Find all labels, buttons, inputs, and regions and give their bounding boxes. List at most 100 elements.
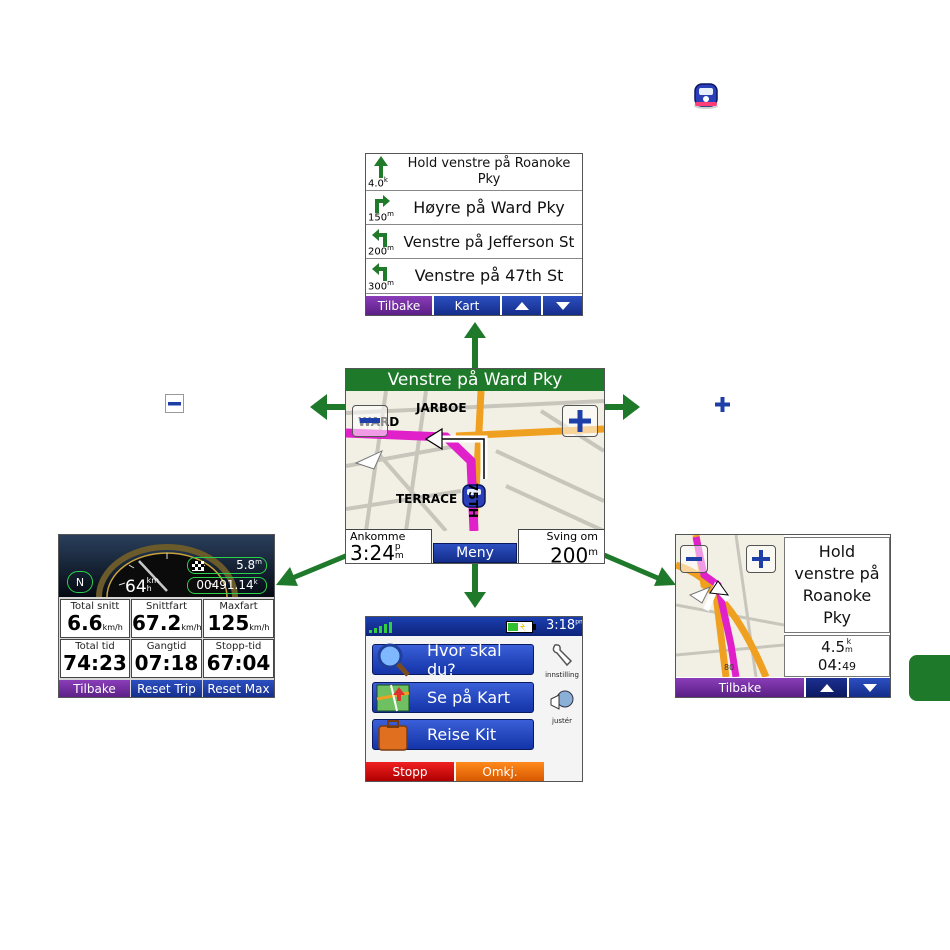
zoom-in-button[interactable]	[562, 405, 598, 437]
arrival-label: Ankomme	[350, 530, 406, 543]
zoom-out-button[interactable]	[352, 405, 388, 437]
turn-distance: 4.0k	[368, 175, 388, 189]
turn-list-screen: 4.0k Hold venstre på Roanoke Pky 150m Hø…	[365, 153, 583, 316]
vehicle-icon	[690, 80, 722, 110]
street-label-jarboe: JARBOE	[416, 401, 467, 415]
detour-button[interactable]: Omkj.	[456, 762, 544, 781]
arrival-time: 3:24	[350, 541, 395, 564]
suitcase-icon	[378, 720, 408, 751]
turn-instruction: Venstre på 47th St	[414, 266, 564, 285]
main-map-screen: Venstre på Ward Pky JARBOE WARD	[345, 368, 605, 564]
turn-list-item[interactable]: 300m Venstre på 47th St	[366, 259, 582, 294]
map-button[interactable]: Kart	[434, 296, 500, 315]
map-icon	[376, 684, 410, 712]
trip-cell-moving-time[interactable]: Gangtid 07:18	[131, 639, 202, 678]
trip-cell-total-time[interactable]: Total tid 74:23	[60, 639, 130, 678]
magnifier-icon	[377, 643, 410, 677]
arrow-down-right-icon	[604, 553, 676, 586]
settings-label: innstilling	[545, 671, 579, 679]
adjust-button[interactable]: justér	[544, 689, 580, 731]
zoom-in-icon	[712, 394, 733, 415]
speaker-icon	[550, 690, 574, 710]
arrow-down-left-icon	[276, 553, 348, 586]
status-bar: 3:18pm	[366, 617, 582, 636]
where-to-button[interactable]: Hvor skal du?	[372, 641, 534, 679]
turn-list-item[interactable]: 150m Høyre på Ward Pky	[366, 191, 582, 225]
chapter-tab	[909, 655, 950, 701]
keep-left-arrow-icon: 4.0k	[366, 154, 396, 190]
menu-button[interactable]: Meny	[433, 543, 517, 563]
reset-trip-button[interactable]: Reset Trip	[131, 680, 202, 697]
wrench-icon	[552, 644, 573, 667]
street-label-terrace: TERRACE	[396, 492, 458, 506]
down-arrow-icon	[555, 301, 570, 310]
signal-strength-icon	[369, 622, 392, 633]
instruction-banner[interactable]: Venstre på Ward Pky	[346, 369, 604, 392]
up-arrow-icon	[819, 683, 834, 692]
next-turn-field[interactable]: Sving om 200m	[518, 529, 604, 563]
arrow-down-icon	[464, 562, 486, 608]
scroll-up-button[interactable]	[502, 296, 541, 315]
turn-map-view[interactable]	[676, 535, 784, 677]
trip-cell-stopped-time[interactable]: Stopp-tid 67:04	[203, 639, 274, 678]
view-map-button[interactable]: Se på Kart	[372, 682, 534, 713]
turn-instruction: Venstre på Jefferson St	[403, 232, 575, 251]
adjust-label: justér	[552, 717, 572, 725]
minus-icon	[686, 556, 702, 561]
scroll-up-button[interactable]	[806, 678, 847, 697]
zoom-in-button[interactable]	[746, 545, 776, 573]
turn-list-item[interactable]: 200m Venstre på Jefferson St	[366, 225, 582, 259]
arrow-right-icon	[604, 394, 640, 420]
turn-distance: 200	[550, 543, 589, 564]
scroll-down-button[interactable]	[849, 678, 890, 697]
turn-instruction-panel: Hold venstre på Roanoke Pky	[784, 537, 890, 633]
clock: 3:18pm	[546, 618, 582, 633]
arrow-left-icon	[310, 394, 348, 420]
trip-cell-total-average[interactable]: Total snitt 6.6km/h	[60, 599, 130, 638]
compass: N	[67, 571, 93, 593]
turn-list-item[interactable]: 4.0k Hold venstre på Roanoke Pky	[366, 154, 582, 191]
turn-instruction: Høyre på Ward Pky	[413, 197, 565, 217]
plus-icon	[752, 550, 770, 568]
turn-left-arrow-icon: 200m	[366, 225, 396, 258]
back-button[interactable]: Tilbake	[59, 680, 130, 697]
odometer-total: 00491.14k	[187, 577, 267, 594]
settings-button[interactable]: innstilling	[544, 643, 580, 685]
battery-icon	[506, 621, 536, 633]
down-arrow-icon	[862, 683, 877, 692]
reset-max-button[interactable]: Reset Max	[203, 680, 274, 697]
banner-text: Venstre på Ward Pky	[387, 370, 563, 390]
turn-time: 04:	[817, 656, 843, 674]
stop-button[interactable]: Stopp	[366, 762, 454, 781]
turn-label: Sving om	[546, 530, 598, 543]
turn-right-arrow-icon: 150m	[366, 191, 396, 224]
turn-instruction: Hold venstre på Roanoke Pky	[407, 156, 571, 187]
checkered-flag-icon	[192, 561, 204, 571]
back-button[interactable]: Tilbake	[366, 296, 432, 315]
trip-cell-moving-average[interactable]: Snittfart 67.2km/h	[131, 599, 202, 638]
turn-distance: 4.5	[821, 638, 846, 656]
plus-icon	[569, 410, 591, 432]
zoom-out-button[interactable]	[680, 545, 708, 573]
travel-kit-button[interactable]: Reise Kit	[372, 719, 534, 751]
turn-distance: 300m	[368, 278, 394, 292]
minus-icon	[360, 418, 380, 423]
main-menu-screen: 3:18pm Hvor skal du? Se på Kart Reise Ki…	[365, 616, 583, 782]
street-label-75th: 75TH	[466, 483, 480, 518]
turn-distance: 200m	[368, 243, 394, 257]
arrow-up-icon	[464, 322, 486, 370]
odometer-trip: 5.8m	[187, 557, 267, 574]
trip-cell-max-speed[interactable]: Maxfart 125km/h	[203, 599, 274, 638]
up-arrow-icon	[514, 301, 529, 310]
turn-left-arrow-icon: 300m	[366, 259, 396, 293]
back-button[interactable]: Tilbake	[676, 678, 804, 697]
scroll-down-button[interactable]	[543, 296, 582, 315]
street-label-80: 80	[724, 663, 735, 672]
map-view[interactable]	[346, 391, 604, 531]
zoom-out-icon	[165, 394, 184, 413]
